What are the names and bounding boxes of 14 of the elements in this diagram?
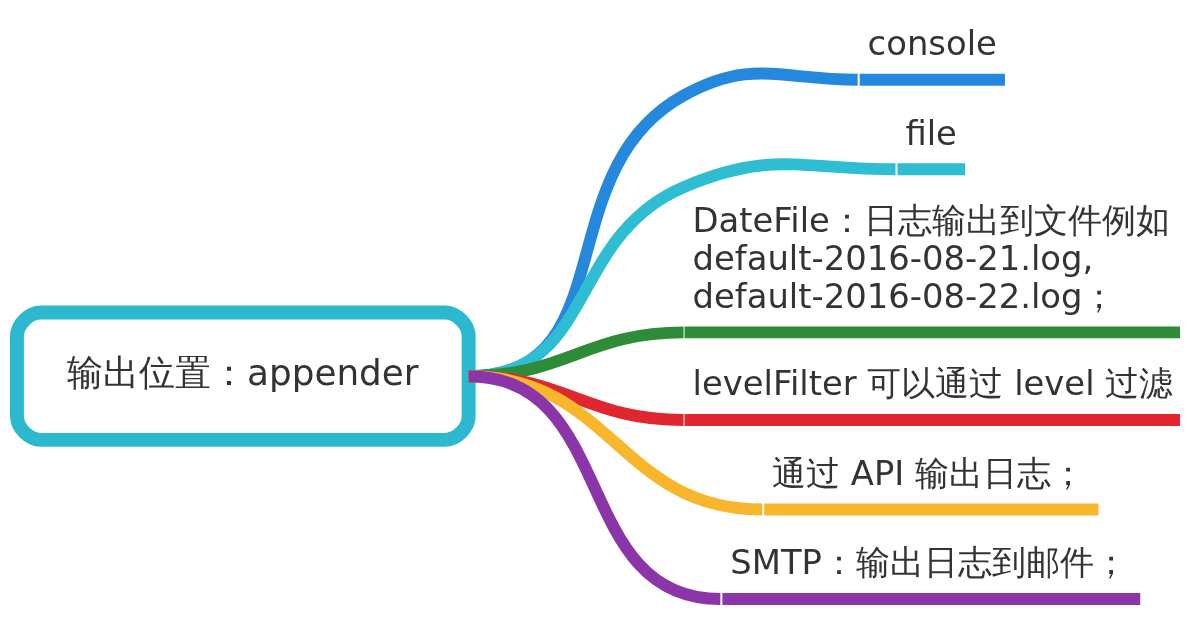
node-label: file [905,113,957,153]
node-label: DateFile：日志输出到文件例如 default-2016-08-21.log, default-2016-08-22.log； [692,201,1170,316]
node-box [859,73,1005,86]
node-box [684,326,1181,339]
node-box [764,503,1099,516]
node-label: console [867,24,997,64]
node-box [897,163,966,176]
node-label: 通过 API 输出日志； [772,453,1086,493]
connector [467,370,722,605]
node-label: SMTP：输出日志到邮件； [730,543,1129,583]
node-label: levelFilter 可以通过 level 过滤 [692,364,1174,404]
node-box [722,593,1141,605]
node-box: 输出位置：appender [10,305,476,447]
node-box [684,414,1181,426]
